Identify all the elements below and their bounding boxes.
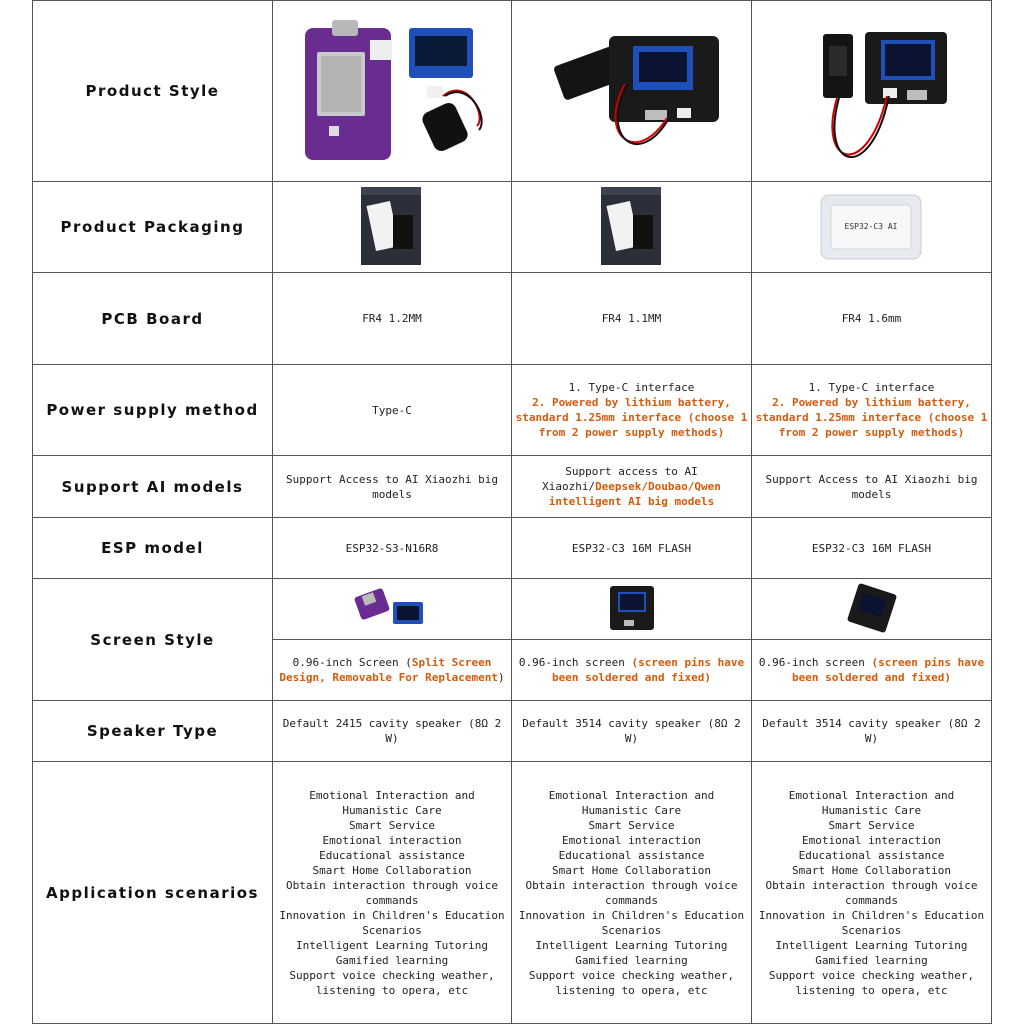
packaging-image-box: ESP32-C3 AI [751, 181, 992, 273]
apps-item: Smart Service [348, 818, 436, 832]
speaker-value: Default 3514 cavity speaker (8Ω 2 W) [511, 700, 752, 762]
row-speaker-type: Speaker Type Default 2415 cavity speaker… [32, 700, 992, 762]
screen-image-c3-b [751, 578, 992, 640]
apps-item: Innovation in Children's Education Scena… [279, 908, 505, 937]
row-support-ai: Support AI models Support Access to AI X… [32, 455, 992, 518]
apps-item: Emotional interaction [801, 833, 942, 847]
apps-item: Obtain interaction through voice command… [286, 878, 498, 907]
row-pcb-board: PCB Board FR4 1.2MM FR4 1.1MM FR4 1.6mm [32, 272, 992, 365]
pcb-value: FR4 1.1MM [511, 272, 752, 365]
apps-item: Smart Service [588, 818, 675, 832]
speaker-value: Default 2415 cavity speaker (8Ω 2 W) [272, 700, 512, 762]
power-option-1: 1. Type-C interface [568, 381, 695, 394]
screen-highlight: (screen pins have been soldered and fixe… [552, 656, 745, 684]
apps-item: Support voice checking weather, listenin… [528, 968, 735, 997]
apps-list: Emotional Interaction and Humanistic Car… [751, 761, 992, 1024]
row-label: Screen Style [32, 578, 273, 701]
comparison-table: Product Style [32, 0, 992, 1024]
screen-text: 0.96-inch Screen ( [292, 656, 412, 669]
apps-item: Emotional Interaction and Humanistic Car… [788, 788, 955, 817]
apps-item: Emotional interaction [322, 833, 462, 847]
power-value: Type-C [272, 364, 512, 456]
screen-value: 0.96-inch screen (screen pins have been … [511, 639, 752, 701]
row-power-supply: Power supply method Type-C 1. Type-C int… [32, 364, 992, 456]
apps-item: Support voice checking weather, listenin… [289, 968, 495, 997]
apps-item: Innovation in Children's Education Scena… [518, 908, 745, 937]
ai-text: Support access to AI Xiaozhi/ [542, 465, 698, 493]
apps-item: Emotional interaction [561, 833, 702, 847]
row-label: Product Packaging [32, 181, 273, 273]
power-option-2: 2. Powered by lithium battery, standard … [755, 396, 988, 439]
apps-item: Smart Home Collaboration [552, 863, 711, 877]
apps-item: Intelligent Learning Tutoring [775, 938, 968, 952]
power-option-1: 1. Type-C interface [808, 381, 935, 394]
screen-image-s3 [272, 578, 512, 640]
row-product-style: Product Style [32, 0, 992, 182]
pcb-value: FR4 1.6mm [751, 272, 992, 365]
row-label: Product Style [32, 0, 273, 182]
product-image-s3 [272, 0, 512, 182]
apps-item: Intelligent Learning Tutoring [295, 938, 489, 952]
speaker-value: Default 3514 cavity speaker (8Ω 2 W) [751, 700, 992, 762]
apps-item: Smart Home Collaboration [312, 863, 472, 877]
screen-highlight: Split Screen Design, Removable For Repla… [279, 656, 498, 684]
apps-item: Smart Service [828, 818, 915, 832]
apps-item: Educational assistance [798, 848, 945, 862]
apps-item: Innovation in Children's Education Scena… [758, 908, 985, 937]
row-label: PCB Board [32, 272, 273, 365]
screen-highlight: (screen pins have been soldered and fixe… [792, 656, 985, 684]
box-label: ESP32-C3 AI [844, 222, 897, 231]
product-image-c3-b [751, 0, 992, 182]
apps-item: Emotional Interaction and Humanistic Car… [309, 788, 475, 817]
screen-text: 0.96-inch screen [758, 656, 872, 669]
power-value: 1. Type-C interface 2. Powered by lithiu… [751, 364, 992, 456]
esp-value: ESP32-C3 16M FLASH [511, 517, 752, 579]
apps-item: Gamified learning [335, 953, 449, 967]
row-screen-style-text: 0.96-inch Screen (Split Screen Design, R… [33, 639, 992, 701]
apps-item: Intelligent Learning Tutoring [535, 938, 728, 952]
row-label: Power supply method [32, 364, 273, 456]
power-option-2: 2. Powered by lithium battery, standard … [515, 396, 748, 439]
screen-image-c3-a [511, 578, 752, 640]
row-label: ESP model [32, 517, 273, 579]
apps-item: Obtain interaction through voice command… [765, 878, 978, 907]
packaging-image-bag [272, 181, 512, 273]
row-label: Support AI models [32, 455, 273, 518]
apps-list: Emotional Interaction and Humanistic Car… [511, 761, 752, 1024]
apps-item: Smart Home Collaboration [792, 863, 951, 877]
apps-item: Gamified learning [815, 953, 928, 967]
row-product-packaging: Product Packaging ESP32-C3 AI [32, 181, 992, 273]
apps-item: Gamified learning [575, 953, 688, 967]
ai-value: Support Access to AI Xiaozhi big models [751, 455, 992, 518]
pcb-value: FR4 1.2MM [272, 272, 512, 365]
product-image-c3-a [511, 0, 752, 182]
power-value: 1. Type-C interface 2. Powered by lithiu… [511, 364, 752, 456]
screen-text: 0.96-inch screen [518, 656, 632, 669]
ai-value: Support access to AI Xiaozhi/Deepsek/Dou… [511, 455, 752, 518]
esp-value: ESP32-S3-N16R8 [272, 517, 512, 579]
apps-item: Educational assistance [319, 848, 465, 862]
screen-value: 0.96-inch Screen (Split Screen Design, R… [272, 639, 512, 701]
esp-value: ESP32-C3 16M FLASH [751, 517, 992, 579]
row-application-scenarios: Application scenarios Emotional Interact… [32, 761, 992, 1024]
row-esp-model: ESP model ESP32-S3-N16R8 ESP32-C3 16M FL… [32, 517, 992, 579]
apps-item: Obtain interaction through voice command… [525, 878, 738, 907]
packaging-image-bag [511, 181, 752, 273]
apps-item: Emotional Interaction and Humanistic Car… [548, 788, 715, 817]
ai-models-highlight: Deepsek/Doubao/Qwen intelligent AI big m… [548, 480, 721, 508]
apps-item: Educational assistance [558, 848, 705, 862]
apps-item: Support voice checking weather, listenin… [768, 968, 975, 997]
row-label: Speaker Type [32, 700, 273, 762]
apps-list: Emotional Interaction and Humanistic Car… [272, 761, 512, 1024]
row-label: Application scenarios [32, 761, 273, 1024]
screen-text-end: ) [497, 671, 505, 684]
ai-value: Support Access to AI Xiaozhi big models [272, 455, 512, 518]
screen-value: 0.96-inch screen (screen pins have been … [751, 639, 992, 701]
row-screen-style-images: Screen Style [32, 578, 992, 701]
